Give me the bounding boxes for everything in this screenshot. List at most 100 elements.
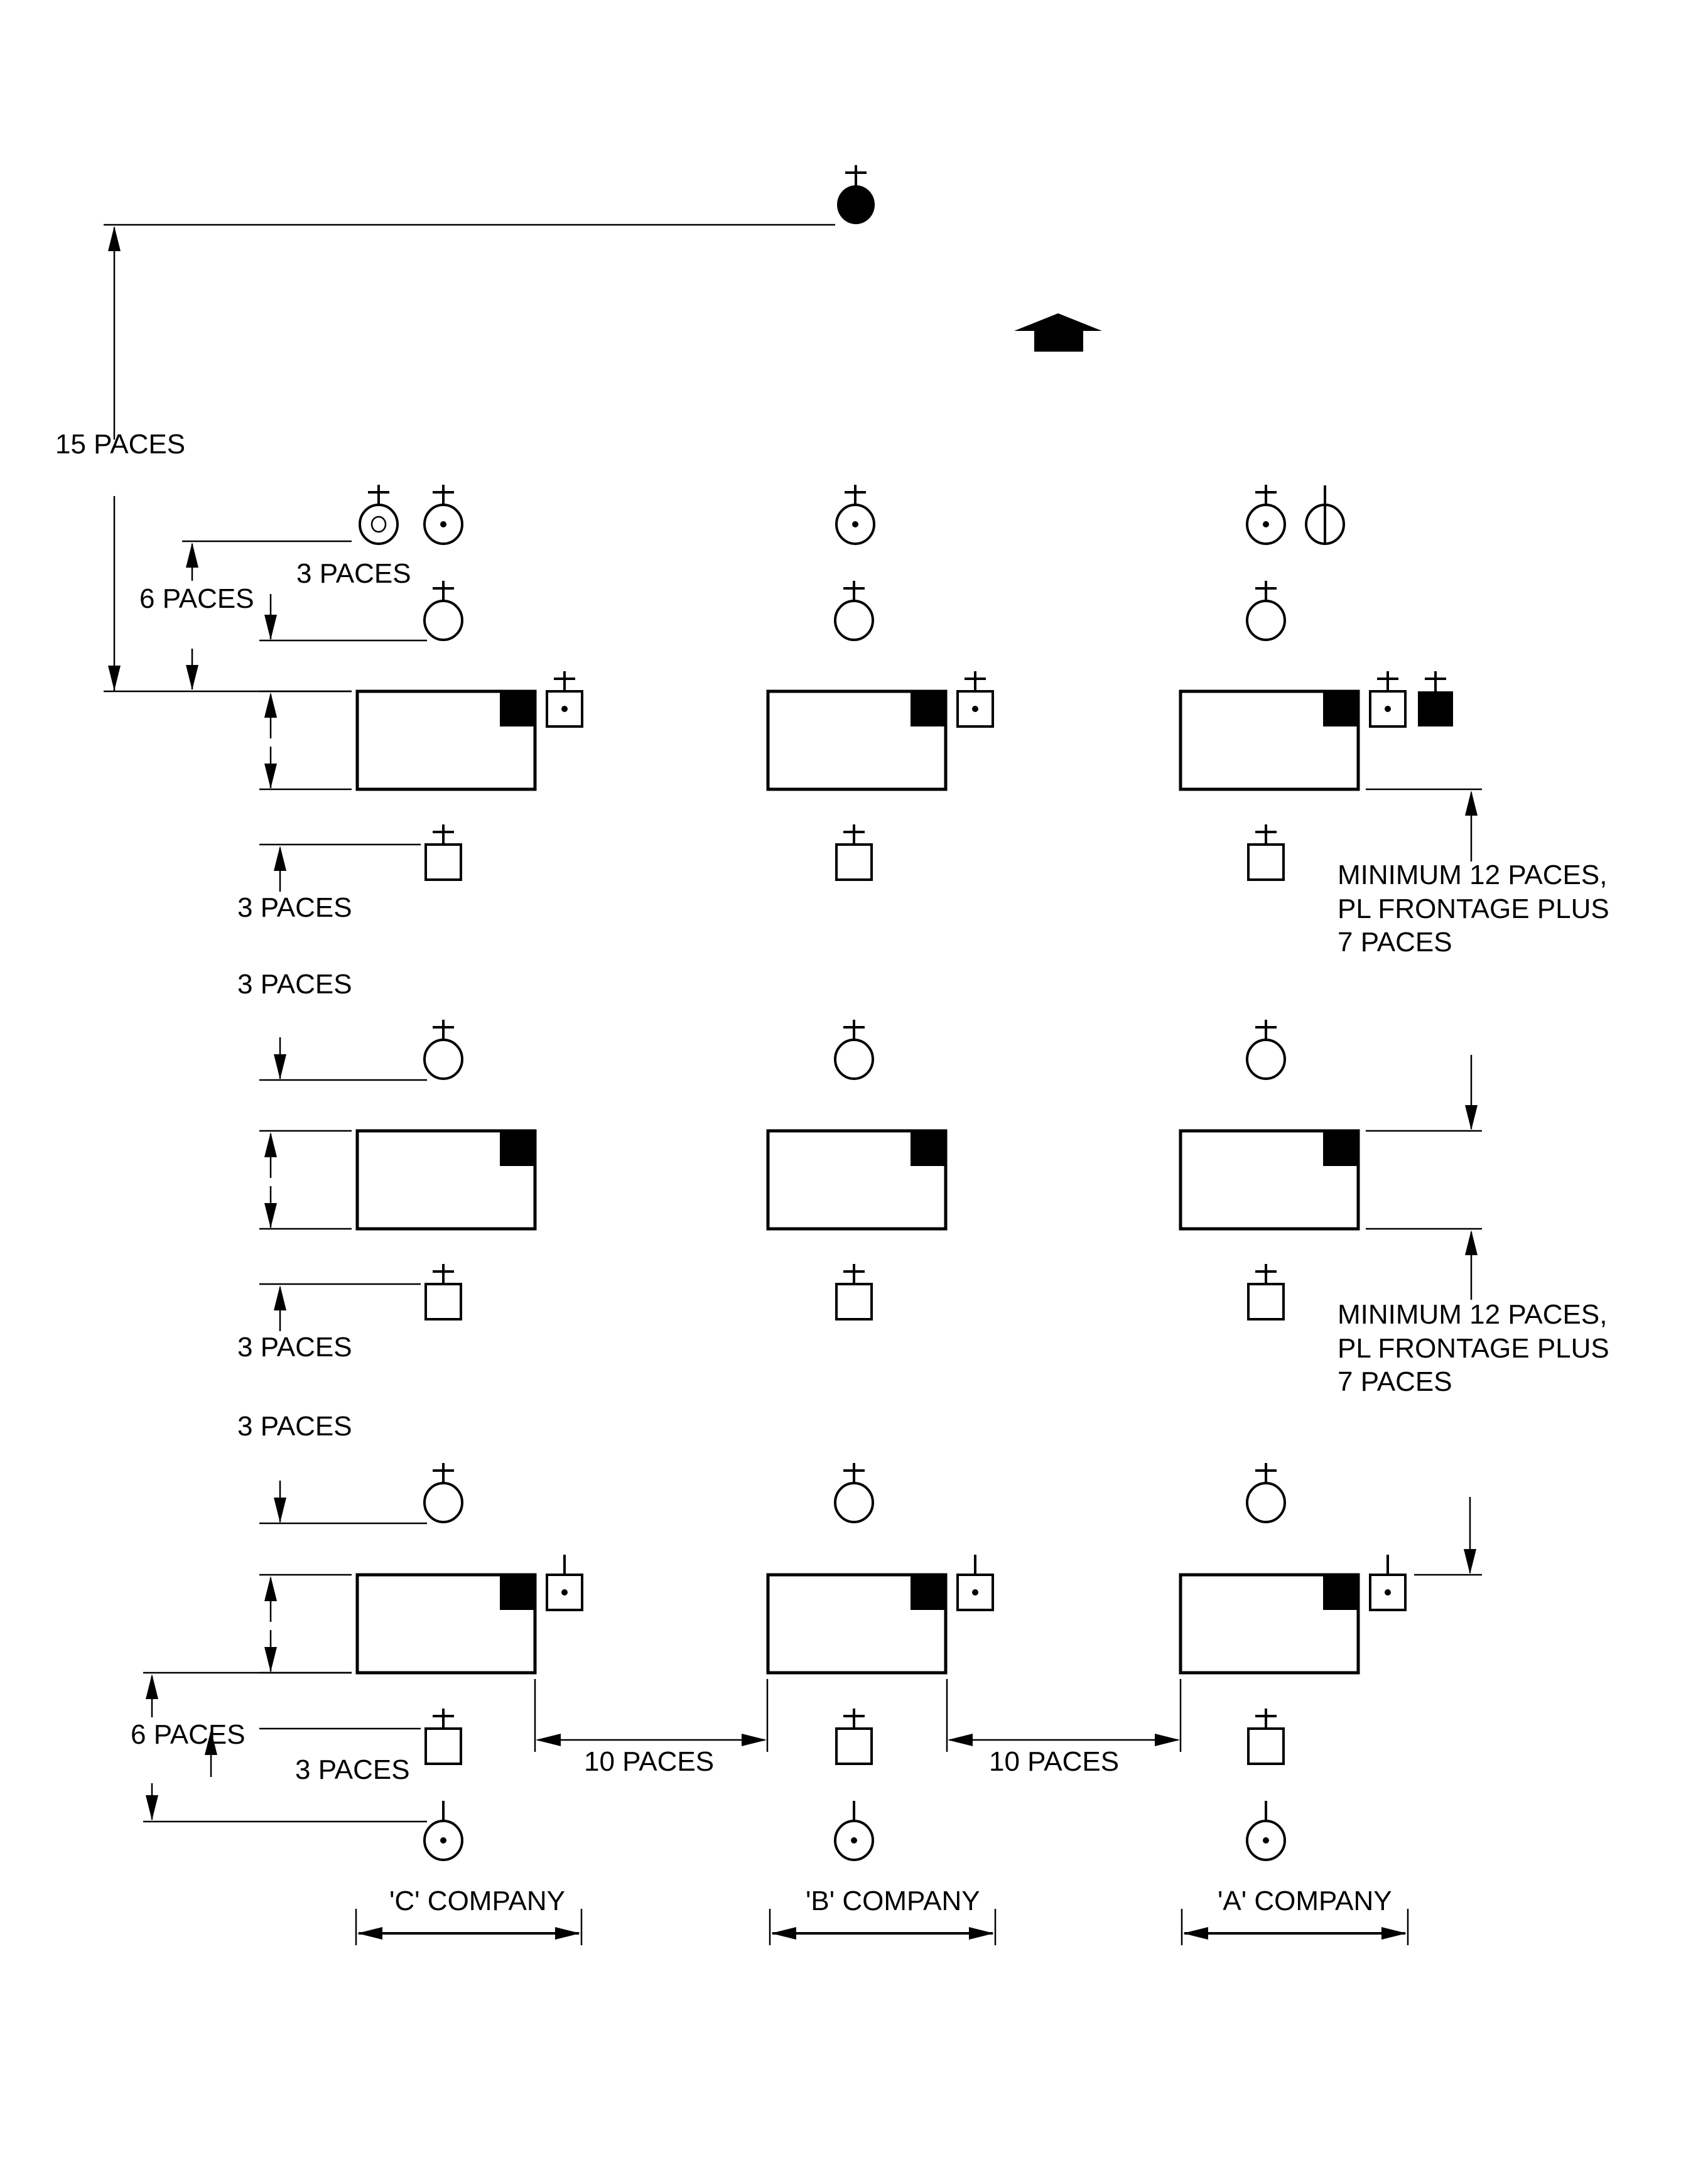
square-outline <box>835 843 873 881</box>
arrowhead-icon <box>274 1498 286 1523</box>
label-six-paces-bottom: 6 PACES <box>131 1719 246 1750</box>
platoon-corner-marker <box>1323 691 1358 726</box>
square-outline <box>835 1727 873 1765</box>
square-outline <box>1247 843 1285 881</box>
dimension-lines-layer <box>104 224 1482 1945</box>
nco-marker-a-row1-icon <box>1369 671 1407 728</box>
square-outline <box>1247 1283 1285 1320</box>
arrowhead-icon <box>108 666 121 691</box>
platoon-block-outline <box>1179 1129 1360 1231</box>
arrowhead-icon <box>146 1674 158 1699</box>
platoon-leader-a-row2-icon <box>1246 1020 1286 1080</box>
platoon-block-b-row1 <box>766 689 948 791</box>
arrowhead-icon <box>264 1647 277 1672</box>
arrowhead-icon <box>771 1927 796 1940</box>
platoon-leader-c-row3-icon <box>423 1463 463 1523</box>
label-six-paces-top: 6 PACES <box>139 583 254 614</box>
platoon-leader-c-row1-icon <box>423 581 463 641</box>
arrowhead-icon <box>969 1927 994 1940</box>
center-dot <box>1385 1589 1391 1596</box>
arrowhead-icon <box>264 764 277 789</box>
label-min-gap-1-line-1: MINIMUM 12 PACES, <box>1338 860 1607 890</box>
label-three-paces-row3-above: 3 PACES <box>237 1411 352 1442</box>
center-dot <box>851 1837 857 1844</box>
guide-a-row2-icon <box>1247 1264 1285 1320</box>
circle-outline <box>834 600 874 641</box>
company-label-a: 'A' COMPANY <box>1218 1886 1392 1916</box>
center-dot <box>561 1589 568 1596</box>
circle-outline <box>834 1482 874 1523</box>
arrowhead-icon <box>264 1132 277 1157</box>
center-dot <box>972 706 978 712</box>
commander-symbol-icon <box>837 165 875 224</box>
platoon-corner-marker <box>911 1131 946 1166</box>
officer-symbol-b-icon <box>835 485 875 545</box>
label-three-paces-row2-above: 3 PACES <box>237 969 352 1000</box>
arrowhead-icon <box>1465 1230 1478 1255</box>
circle-outline <box>423 1482 463 1523</box>
label-min-gap-2-line-1: MINIMUM 12 PACES, <box>1338 1299 1607 1330</box>
circle-outline <box>1246 1039 1286 1080</box>
guide-b-row2-icon <box>835 1264 873 1320</box>
platoon-corner-marker <box>911 1575 946 1610</box>
rear-officer-a-icon <box>1246 1801 1286 1861</box>
arrowhead-icon <box>146 1795 158 1820</box>
center-dot <box>1263 521 1269 527</box>
arrowhead-icon <box>1465 1105 1478 1130</box>
arrowhead-icon <box>555 1927 580 1940</box>
center-dot <box>972 1589 978 1596</box>
guide-c-row3-icon <box>424 1709 462 1765</box>
square-outline <box>424 1283 462 1320</box>
flag-marker-a-icon <box>1418 671 1453 726</box>
platoon-block-outline <box>1179 1573 1360 1675</box>
company-label-b: 'B' COMPANY <box>806 1886 980 1916</box>
circle-outline <box>1246 600 1286 641</box>
rear-officer-b-icon <box>834 1801 874 1861</box>
guide-c-row1-icon <box>424 824 462 881</box>
platoon-block-a-row3 <box>1179 1573 1360 1675</box>
arrowhead-icon <box>1465 791 1478 816</box>
label-min-gap-2-line-3: 7 PACES <box>1338 1366 1452 1397</box>
platoon-block-a-row1 <box>1179 689 1360 791</box>
arrowhead-icon <box>948 1734 973 1746</box>
center-dot <box>561 706 568 712</box>
nco-marker-c-row1-icon <box>546 671 583 728</box>
arrowhead-icon <box>536 1734 561 1746</box>
nco-marker-c-row3-icon <box>546 1555 583 1611</box>
platoon-corner-marker <box>1323 1575 1358 1610</box>
rear-officer-c-icon <box>423 1801 463 1861</box>
square-outline <box>424 843 462 881</box>
arrowhead-icon <box>264 615 277 640</box>
guide-a-row3-icon <box>1247 1709 1285 1765</box>
label-min-gap-2: MINIMUM 12 PACES, PL FRONTAGE PLUS 7 PAC… <box>1338 1299 1609 1397</box>
circle-outline <box>837 185 875 224</box>
guide-b-row3-icon <box>835 1709 873 1765</box>
platoon-leader-c-row2-icon <box>423 1020 463 1080</box>
center-dot <box>852 521 858 527</box>
square-outline <box>835 1283 873 1320</box>
circle-outline <box>834 1039 874 1080</box>
officer-symbol-a-icon <box>1246 485 1286 545</box>
platoon-corner-marker <box>500 1131 535 1166</box>
label-ten-paces-left: 10 PACES <box>584 1746 714 1777</box>
arrowhead-icon <box>357 1927 382 1940</box>
circle-outline <box>423 1039 463 1080</box>
guide-a-row1-icon <box>1247 824 1285 881</box>
inner-ring <box>370 516 387 533</box>
label-three-paces-row2-below: 3 PACES <box>237 1332 352 1363</box>
arrowhead-icon <box>186 543 198 568</box>
platoon-leader-a-row3-icon <box>1246 1463 1286 1523</box>
center-dot <box>440 521 446 527</box>
arrowhead-icon <box>274 1285 286 1310</box>
platoon-block-a-row2 <box>1179 1129 1360 1231</box>
arrowhead-icon <box>274 1054 286 1079</box>
arrowhead-icon <box>108 226 121 251</box>
arrowhead-icon <box>742 1734 767 1746</box>
square-outline <box>1247 1727 1285 1765</box>
center-dot <box>1263 1837 1269 1844</box>
platoon-block-c-row3 <box>355 1573 537 1675</box>
label-fifteen-paces: 15 PACES <box>55 429 185 460</box>
platoon-corner-marker <box>500 691 535 726</box>
square-outline <box>1418 691 1453 726</box>
